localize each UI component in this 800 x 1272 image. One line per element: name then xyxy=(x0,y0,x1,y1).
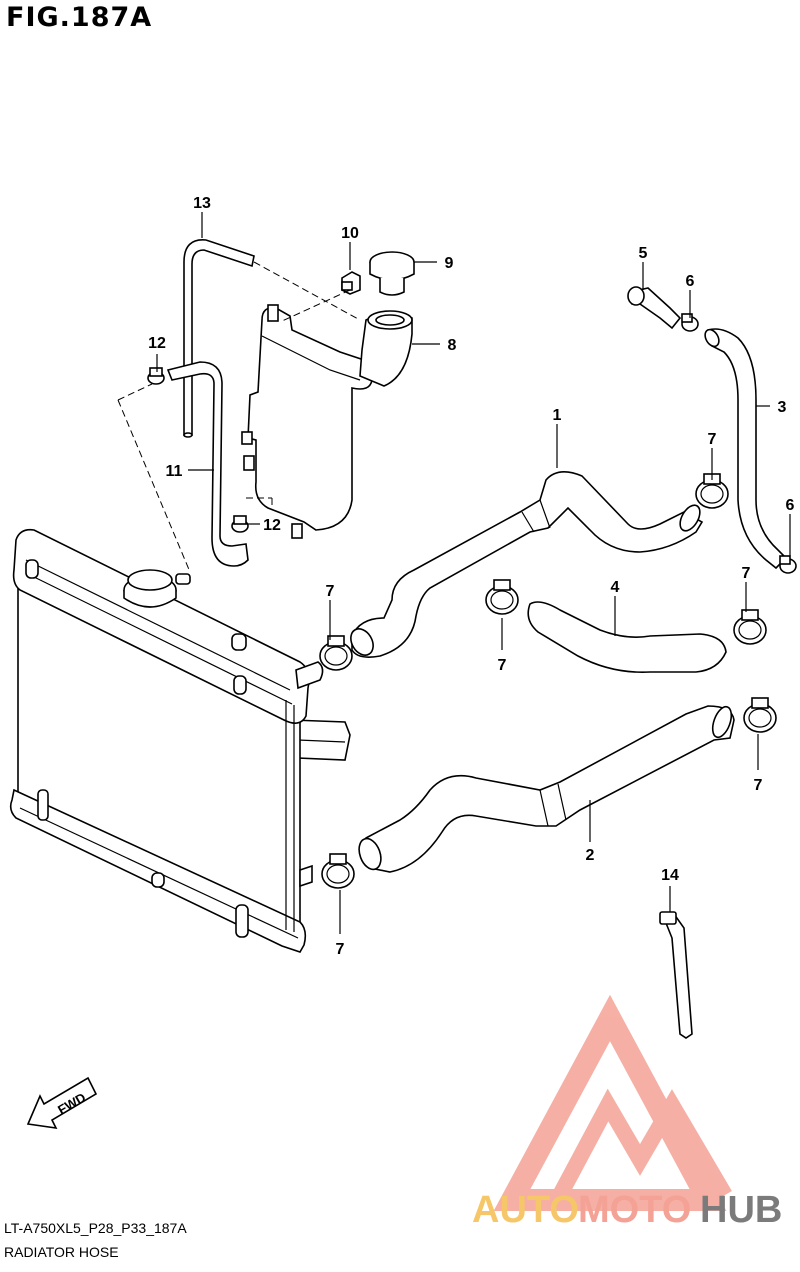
watermark-hub: HUB xyxy=(700,1189,782,1231)
figure-title: FIG.187A xyxy=(6,2,153,33)
figure-code: LT-A750XL5_P28_P33_187A xyxy=(4,1220,187,1236)
clamp-6-bottom xyxy=(779,555,797,574)
hose-fitting xyxy=(627,286,682,330)
hose-4 xyxy=(527,601,727,673)
callout-7-d: 7 xyxy=(742,565,751,582)
callout-2: 2 xyxy=(586,847,595,864)
lower-radiator-hose xyxy=(358,705,735,873)
clamp-6-top xyxy=(681,313,699,332)
watermark-auto: AUTO xyxy=(472,1189,579,1231)
reservoir-cap xyxy=(369,251,415,296)
callout-10: 10 xyxy=(341,225,359,242)
watermark-moto: MOTO xyxy=(578,1189,691,1231)
cable-tie xyxy=(659,911,693,1039)
callout-13: 13 xyxy=(193,195,211,212)
callout-7-b: 7 xyxy=(498,657,507,674)
callout-3: 3 xyxy=(778,399,787,416)
breather-hose xyxy=(147,361,249,567)
watermark-text: AUTO MOTO HUB xyxy=(472,1189,782,1231)
callout-8: 8 xyxy=(448,337,457,354)
callout-7-f: 7 xyxy=(336,941,345,958)
callout-6-top: 6 xyxy=(686,273,695,290)
callout-7-a: 7 xyxy=(326,583,335,600)
callout-14: 14 xyxy=(661,867,679,884)
reservoir-tank xyxy=(241,304,413,539)
callout-11: 11 xyxy=(166,463,183,480)
clamp-7-b xyxy=(485,579,519,615)
callout-6-bottom: 6 xyxy=(786,497,795,514)
upper-radiator-hose xyxy=(350,471,704,658)
callout-9: 9 xyxy=(445,255,454,272)
clamp-7-d xyxy=(733,609,767,645)
callout-12-bottom: 12 xyxy=(263,517,281,534)
fwd-arrow: FWD xyxy=(26,1076,98,1130)
callout-7-e: 7 xyxy=(754,777,763,794)
callout-4: 4 xyxy=(611,579,620,596)
small-hose-3 xyxy=(704,328,788,570)
callout-1: 1 xyxy=(553,407,562,424)
callout-7-c: 7 xyxy=(708,431,717,448)
callout-5: 5 xyxy=(639,245,648,262)
callout-12-top: 12 xyxy=(148,335,166,352)
watermark-logo xyxy=(493,994,732,1211)
radiator xyxy=(9,528,351,953)
bolt xyxy=(341,271,361,295)
section-name: RADIATOR HOSE xyxy=(4,1244,119,1260)
clamp-7-f xyxy=(321,853,355,889)
leader-lines xyxy=(117,212,791,934)
clamp-7-e xyxy=(743,697,777,733)
callout-labels: 1 2 3 4 5 6 6 7 7 7 7 7 7 8 9 10 11 12 1… xyxy=(148,195,794,958)
clamp-7-a xyxy=(319,635,353,671)
overflow-hose xyxy=(183,239,255,438)
